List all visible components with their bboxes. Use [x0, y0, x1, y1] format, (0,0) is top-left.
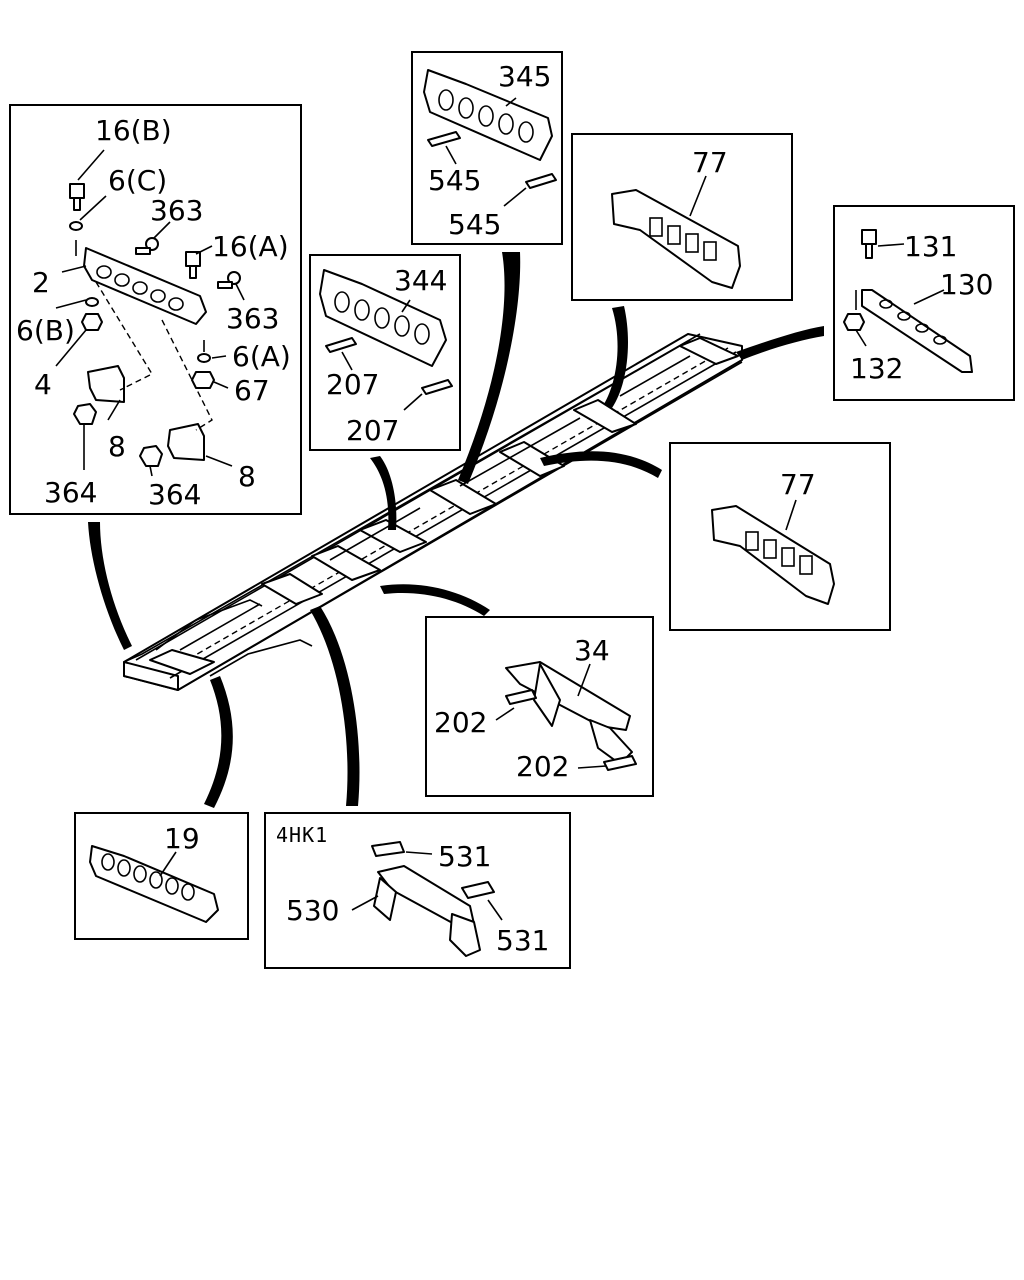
label-363-mid: 363: [226, 302, 279, 335]
label-2: 2: [32, 266, 50, 299]
crossmember-34-box: [425, 616, 654, 797]
bracket-assembly-box: [9, 104, 302, 515]
label-19: 19: [164, 822, 200, 855]
callout-swooshes: [88, 252, 824, 808]
label-207-top: 207: [326, 368, 379, 401]
label-364-left: 364: [44, 476, 97, 509]
crossmember-344-box: [309, 254, 461, 451]
label-344: 344: [394, 264, 447, 297]
side-member-130-box: [833, 205, 1015, 401]
crossmember-19-box: [74, 812, 249, 940]
label-531-top: 531: [438, 840, 491, 873]
label-4: 4: [34, 368, 52, 401]
label-16b: 16(B): [95, 114, 172, 147]
label-202-left: 202: [434, 706, 487, 739]
label-531-bottom: 531: [496, 924, 549, 957]
label-8-right: 8: [238, 460, 256, 493]
label-131: 131: [904, 230, 957, 263]
crossmember-77-top-box: [571, 133, 793, 301]
label-132: 132: [850, 352, 903, 385]
crossmember-530-box: [264, 812, 571, 969]
label-77-top: 77: [692, 146, 728, 179]
label-202-right: 202: [516, 750, 569, 783]
crossmember-345-box: [411, 51, 563, 245]
label-545-bottom: 545: [448, 208, 501, 241]
label-77-right: 77: [780, 468, 816, 501]
label-34: 34: [574, 634, 610, 667]
label-363-top: 363: [150, 194, 203, 227]
label-8-left: 8: [108, 430, 126, 463]
label-545-top: 545: [428, 164, 481, 197]
label-345: 345: [498, 60, 551, 93]
label-engine-4hk1: 4HK1: [276, 823, 328, 847]
crossmember-77-right-box: [669, 442, 891, 631]
label-67: 67: [234, 374, 270, 407]
label-6a: 6(A): [232, 340, 291, 373]
label-6b: 6(B): [16, 314, 75, 347]
label-530: 530: [286, 894, 339, 927]
label-364-right: 364: [148, 478, 201, 511]
chassis-frame: [123, 333, 743, 691]
label-16a: 16(A): [212, 230, 289, 263]
label-130: 130: [940, 268, 993, 301]
label-6c: 6(C): [108, 164, 167, 197]
label-207-bottom: 207: [346, 414, 399, 447]
